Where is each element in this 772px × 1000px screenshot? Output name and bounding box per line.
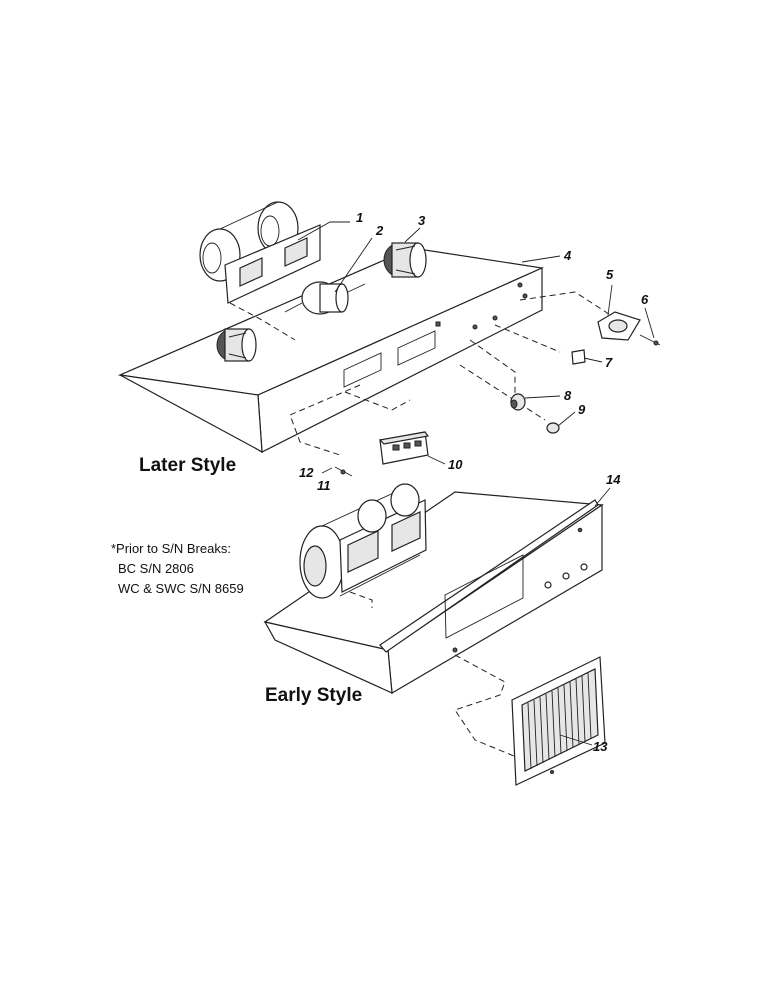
early-blower [299, 483, 427, 599]
serial-note: *Prior to S/N Breaks: BC S/N 2806 WC & S… [111, 541, 244, 596]
note-line-1: *Prior to S/N Breaks: [111, 541, 231, 556]
grille-slats [527, 672, 592, 770]
grille [511, 656, 606, 786]
blower-wheel-upper [383, 242, 427, 278]
callout-3: 3 [418, 213, 426, 228]
callouts: 1 2 3 4 5 6 7 8 9 10 11 12 13 14 [299, 210, 649, 754]
callout-1: 1 [356, 210, 363, 225]
screw-11-12 [334, 466, 353, 477]
note-line-3: WC & SWC S/N 8659 [118, 581, 244, 596]
twin-blower [199, 201, 321, 304]
blower-wheel-lower [216, 328, 257, 362]
callout-5: 5 [606, 267, 614, 282]
callout-13: 13 [593, 739, 608, 754]
clip [571, 349, 586, 365]
callout-2: 2 [375, 223, 384, 238]
early-style-assembly [263, 483, 606, 786]
callout-10: 10 [448, 457, 463, 472]
knob [510, 393, 526, 411]
gasket [597, 311, 641, 341]
later-housing [117, 247, 545, 454]
later-style-label: Later Style [139, 455, 236, 476]
callout-12: 12 [299, 465, 314, 480]
callout-9: 9 [578, 402, 586, 417]
callout-6: 6 [641, 292, 649, 307]
switch-block [378, 431, 430, 465]
screw-6 [639, 334, 661, 346]
note-line-2: BC S/N 2806 [118, 561, 194, 576]
nut [546, 422, 560, 434]
callout-4: 4 [563, 248, 572, 263]
early-style-label: Early Style [265, 685, 362, 706]
callout-11: 11 [317, 478, 331, 493]
leader-lines [297, 221, 655, 746]
blower-motor [284, 281, 366, 315]
callout-7: 7 [605, 355, 613, 370]
early-housing [263, 491, 604, 694]
later-style-assembly [117, 201, 661, 477]
callout-14: 14 [606, 472, 621, 487]
callout-8: 8 [564, 388, 572, 403]
